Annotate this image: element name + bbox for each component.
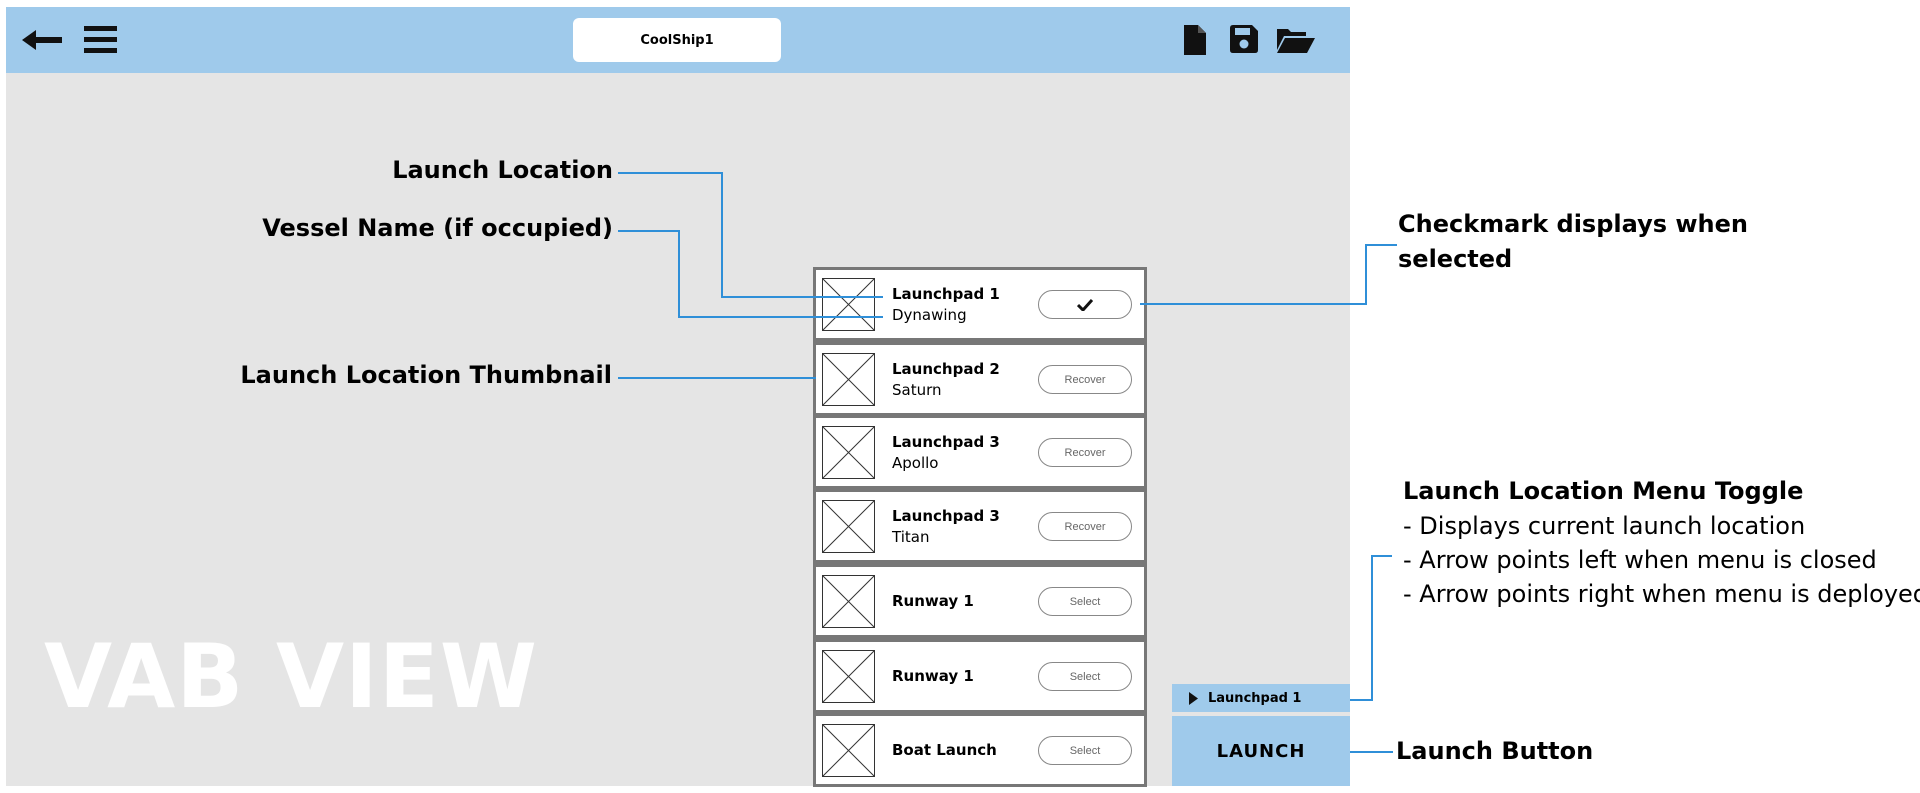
annotation-thumbnail: Launch Location Thumbnail — [240, 361, 612, 389]
recover-button[interactable]: Recover — [1038, 512, 1132, 541]
vessel-name: Titan — [892, 528, 930, 546]
select-button[interactable]: Select — [1038, 662, 1132, 691]
location-name: Launchpad 3 — [892, 507, 1000, 525]
launch-location-row[interactable]: Launchpad 3 Apollo Recover — [816, 418, 1144, 486]
thumbnail-placeholder-icon — [822, 650, 875, 703]
select-button[interactable]: Select — [1038, 587, 1132, 616]
file-name-field[interactable]: CoolShip1 — [573, 18, 781, 62]
thumbnail-placeholder-icon — [822, 724, 875, 777]
location-name: Boat Launch — [892, 741, 997, 759]
thumbnail-placeholder-icon — [822, 353, 875, 406]
vessel-name: Dynawing — [892, 306, 967, 324]
save-icon[interactable] — [1229, 24, 1259, 54]
location-name: Launchpad 1 — [892, 285, 1000, 303]
annotation-launch-button: Launch Button — [1396, 737, 1594, 765]
triangle-right-icon — [1189, 691, 1198, 705]
thumbnail-placeholder-icon — [822, 278, 875, 331]
current-launch-location: Launchpad 1 — [1208, 690, 1302, 706]
annotation-menu-toggle-item: - Displays current launch location — [1403, 512, 1806, 540]
recover-button[interactable]: Recover — [1038, 438, 1132, 467]
launch-location-row[interactable]: Launchpad 2 Saturn Recover — [816, 345, 1144, 413]
annotation-menu-toggle-item: - Arrow points left when menu is closed — [1403, 546, 1877, 574]
annotation-checkmark: Checkmark displays when — [1398, 210, 1748, 238]
annotation-checkmark-cont: selected — [1398, 245, 1513, 273]
launch-location-row[interactable]: Launchpad 1 Dynawing — [816, 270, 1144, 338]
annotation-menu-toggle-title: Launch Location Menu Toggle — [1403, 477, 1804, 505]
folder-open-icon[interactable] — [1276, 26, 1316, 54]
select-button[interactable]: Select — [1038, 736, 1132, 765]
location-name: Runway 1 — [892, 592, 974, 610]
arrow-left-icon[interactable] — [22, 28, 64, 52]
launch-location-row[interactable]: Runway 1 Select — [816, 567, 1144, 635]
annotation-vessel-name: Vessel Name (if occupied) — [262, 214, 613, 242]
thumbnail-placeholder-icon — [822, 575, 875, 628]
checkmark-icon — [1077, 298, 1093, 311]
annotation-menu-toggle-item: - Arrow points right when menu is deploy… — [1403, 580, 1920, 608]
thumbnail-placeholder-icon — [822, 426, 875, 479]
location-name: Launchpad 3 — [892, 433, 1000, 451]
launch-location-row[interactable]: Boat Launch Select — [816, 716, 1144, 784]
vessel-name: Saturn — [892, 381, 942, 399]
selected-checkmark-button[interactable] — [1038, 290, 1132, 319]
hamburger-menu-icon[interactable] — [84, 24, 118, 56]
thumbnail-placeholder-icon — [822, 500, 875, 553]
launch-location-row[interactable]: Runway 1 Select — [816, 642, 1144, 710]
location-name: Launchpad 2 — [892, 360, 1000, 378]
recover-button[interactable]: Recover — [1038, 365, 1132, 394]
launch-button[interactable]: LAUNCH — [1172, 716, 1350, 786]
launch-location-row[interactable]: Launchpad 3 Titan Recover — [816, 492, 1144, 560]
vessel-name: Apollo — [892, 454, 939, 472]
view-watermark: VAB VIEW — [44, 625, 538, 728]
location-name: Runway 1 — [892, 667, 974, 685]
launch-location-menu-toggle[interactable]: Launchpad 1 — [1172, 684, 1350, 712]
annotation-launch-location: Launch Location — [392, 156, 613, 184]
new-file-icon[interactable] — [1182, 24, 1208, 56]
